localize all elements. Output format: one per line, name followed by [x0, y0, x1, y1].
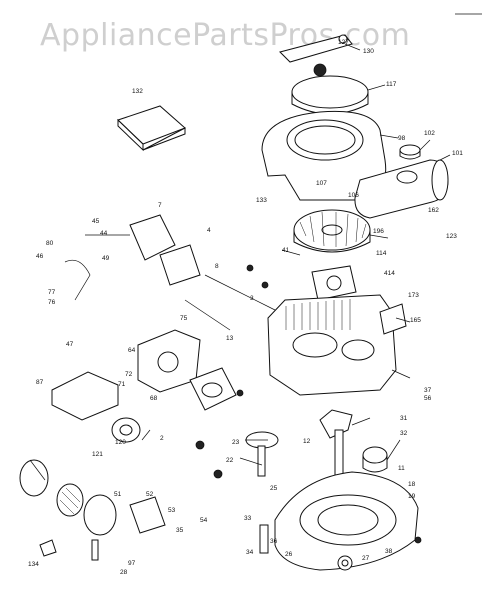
callout: 54 [200, 517, 208, 524]
callout: 49 [102, 255, 110, 262]
callout: 71 [118, 381, 126, 388]
callout: 2 [160, 435, 164, 442]
callout: 7 [158, 202, 162, 209]
callout: 4 [207, 227, 211, 234]
air-filter-parts [19, 459, 166, 561]
callout: 27 [362, 555, 370, 562]
head-gasket [379, 303, 407, 335]
callout: 23 [232, 439, 240, 446]
callout: 132 [132, 88, 143, 95]
callout: 47 [66, 341, 74, 348]
part-number-callouts: 127 130 117 132 98 102 101 107 106 133 1… [28, 39, 463, 576]
callout: 165 [410, 317, 421, 324]
muffler [354, 159, 449, 219]
rewind-starter [279, 34, 369, 115]
callout: 19 [408, 493, 416, 500]
callout: 76 [48, 299, 56, 306]
callout: 8 [215, 263, 219, 270]
callout: 38 [385, 548, 393, 555]
governor-linkage [64, 234, 276, 331]
callout: 13 [226, 335, 234, 342]
cylinder-block [267, 294, 397, 396]
callout: 97 [128, 560, 136, 567]
callout: 56 [424, 395, 432, 402]
air-cleaner-body [51, 367, 237, 421]
callout: 196 [373, 228, 384, 235]
callout: 117 [386, 81, 397, 88]
callout: 162 [428, 207, 439, 214]
callout: 32 [400, 430, 408, 437]
callout: 68 [150, 395, 158, 402]
callout: 12 [303, 438, 311, 445]
callout: 3 [250, 295, 254, 302]
callout: 31 [400, 415, 408, 422]
crankshaft [319, 409, 353, 490]
callout: 173 [408, 292, 419, 299]
callout: 53 [168, 507, 176, 514]
callout: 127 [338, 39, 349, 46]
callout: 98 [398, 135, 406, 142]
leader-lines [29, 43, 451, 481]
callout: 11 [398, 465, 405, 472]
callout: 414 [384, 270, 395, 277]
callout: 26 [285, 551, 293, 558]
fuel-cap [399, 144, 421, 160]
callout: 101 [452, 150, 463, 157]
callout: 102 [424, 130, 435, 137]
flywheel [293, 209, 371, 253]
callout: 52 [146, 491, 154, 498]
callout: 22 [226, 457, 234, 464]
starter-pulley [111, 417, 141, 443]
callout: 107 [316, 180, 327, 187]
oil-sump [274, 471, 419, 571]
callout: 80 [46, 240, 54, 247]
callout: 34 [246, 549, 254, 556]
ignition-armature [311, 265, 357, 301]
callout: 18 [408, 481, 416, 488]
callout: 35 [176, 527, 184, 534]
callout: 114 [376, 250, 387, 257]
callout: 134 [28, 561, 39, 568]
callout: 28 [120, 569, 128, 576]
callout: 25 [270, 485, 278, 492]
manual-booklet [117, 105, 186, 152]
callout: 46 [36, 253, 44, 260]
callout: 36 [270, 538, 278, 545]
callout: 33 [244, 515, 252, 522]
callout: 64 [128, 347, 136, 354]
callout: 77 [48, 289, 56, 296]
callout: 133 [256, 197, 267, 204]
callout: 44 [100, 230, 108, 237]
callout: 51 [114, 491, 122, 498]
camshaft [245, 431, 279, 477]
callout: 72 [125, 371, 133, 378]
carburetor [129, 214, 201, 393]
callout: 123 [446, 233, 457, 240]
callout: 37 [424, 387, 432, 394]
callout: 106 [348, 192, 359, 199]
callout: 45 [92, 218, 100, 225]
bottom-fasteners [195, 264, 422, 571]
callout: 41 [282, 247, 290, 254]
callout: 120 [115, 439, 126, 446]
callout: 87 [36, 379, 44, 386]
piston [362, 446, 388, 473]
callout: 121 [92, 451, 103, 458]
callout: 130 [363, 48, 374, 55]
watermark: AppliancePartsPros.com [40, 18, 411, 53]
callout: 75 [180, 315, 188, 322]
